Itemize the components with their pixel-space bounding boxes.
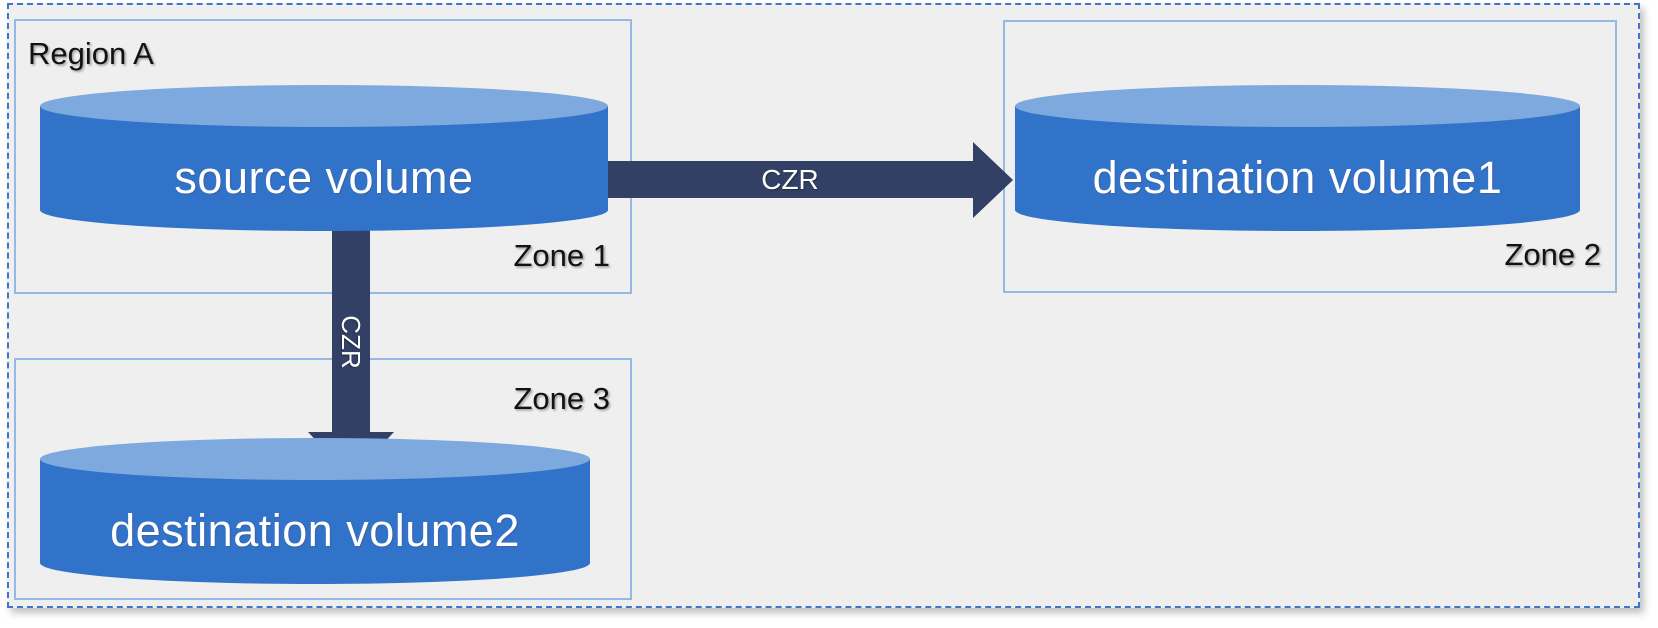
destination-volume2-label: destination volume2 [110,505,520,556]
zone-3-box [14,358,632,600]
destination-volume2-cylinder-icon: destination volume2 [40,438,590,584]
zone-3-label: Zone 3 [513,381,610,416]
region-label: Region A [28,36,154,71]
czr-horizontal-arrow-label: CZR [761,163,819,195]
zone-1-label: Zone 1 [513,238,610,273]
cylinder-top-ellipse [40,85,608,127]
destination-volume1-label: destination volume1 [1092,152,1503,203]
source-volume-cylinder-icon: source volume [40,85,608,231]
czr-arrow-horizontal-shaft [606,161,974,198]
destination-volume1-cylinder-icon: destination volume1 [1015,85,1580,231]
zone-1-box [14,19,632,294]
cylinder-top-ellipse [1015,85,1580,127]
czr-arrow-horizontal-head-icon [973,142,1013,218]
source-volume-label: source volume [174,152,474,203]
cylinder-top-ellipse [40,438,590,480]
czr-vertical-arrow-label: CZR [336,315,367,369]
czr-arrow-vertical-shaft [332,224,370,433]
zone-2-label: Zone 2 [1504,237,1601,272]
